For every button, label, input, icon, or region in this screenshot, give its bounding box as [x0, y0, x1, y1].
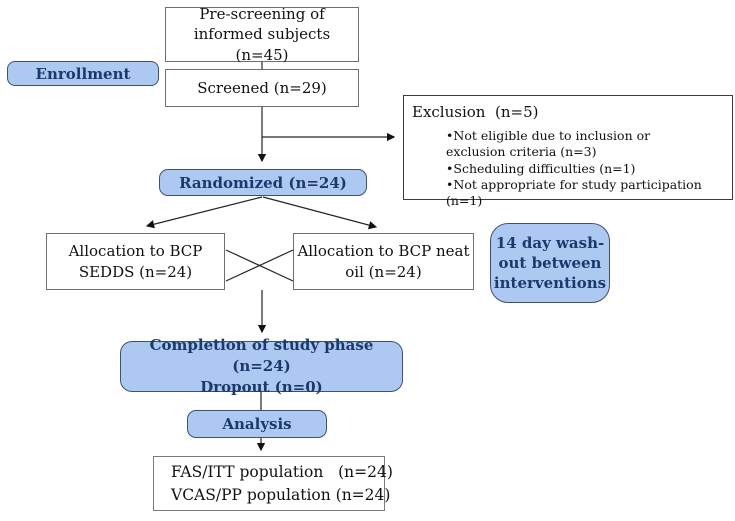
- completion-box: Completion of study phase (n=24) Dropout…: [120, 336, 403, 396]
- exclusion-box: Exclusion (n=5) Not eligible due to incl…: [403, 95, 733, 208]
- exclusion-reason: Not appropriate for study participation …: [446, 177, 712, 210]
- exclusion-title: Exclusion (n=5): [412, 103, 539, 121]
- randomized-box: Randomized (n=24): [159, 169, 367, 196]
- exclusion-reason-list: Not eligible due to inclusion or exclusi…: [412, 128, 712, 209]
- analysis-population-box: FAS/ITT population (n=24) VCAS/PP popula…: [153, 456, 393, 511]
- screened-box: Screened (n=29): [165, 69, 359, 107]
- prescreening-box: Pre-screening of informed subjects (n=45…: [165, 5, 359, 64]
- allocation-bcp-neat-oil-box: Allocation to BCP neat oil (n=24): [293, 233, 474, 290]
- washout-note-box: 14 day wash- out between interventions: [490, 223, 610, 303]
- exclusion-reason: Scheduling difficulties (n=1): [446, 161, 712, 177]
- exclusion-reason: Not eligible due to inclusion or exclusi…: [446, 128, 712, 161]
- allocation-bcp-sedds-box: Allocation to BCP SEDDS (n=24): [46, 233, 225, 290]
- enrollment-stage-label: Enrollment: [7, 61, 159, 86]
- analysis-stage-label: Analysis: [187, 410, 327, 438]
